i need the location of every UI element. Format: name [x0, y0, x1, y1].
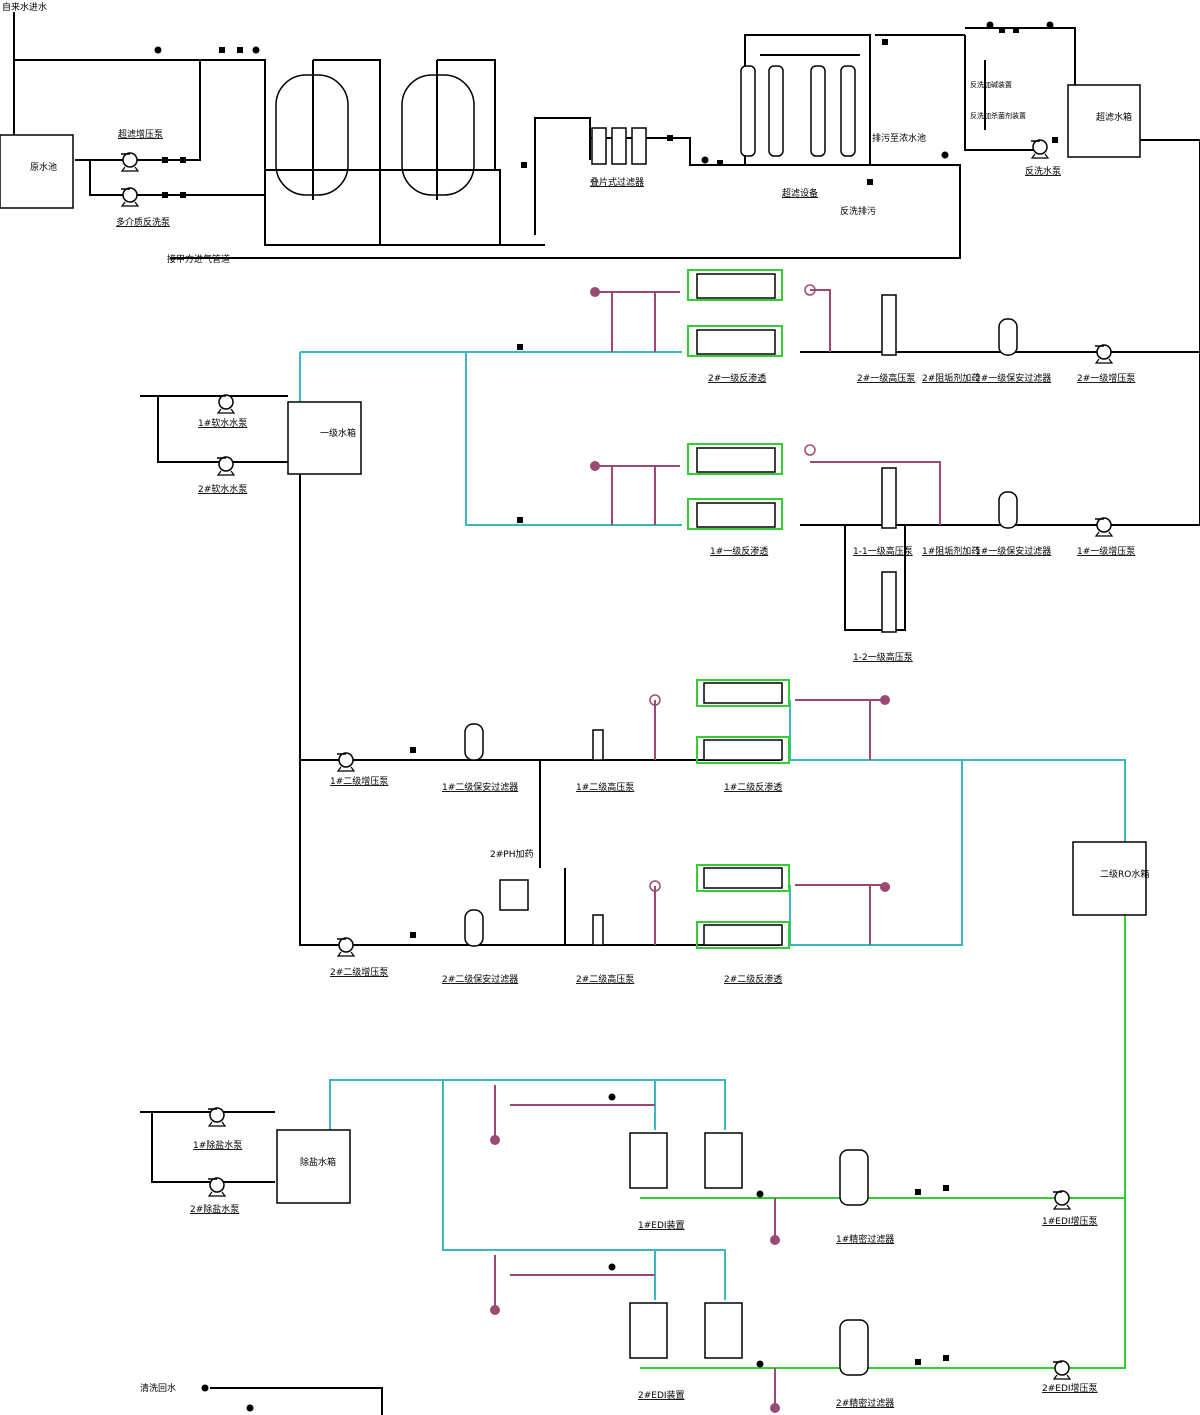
uf-booster-pump-label: 超滤增压泵: [118, 128, 163, 140]
edi-booster-1-label: 1#EDI增压泵: [1042, 1215, 1098, 1227]
raw-water-pool: 原水池: [0, 134, 74, 209]
top-labels: 自来水进水 超滤增压泵 多介质反洗泵 接甲方进气管道 叠片式过滤器 超滤设备 反…: [2, 1, 1061, 265]
backwash-chlorine-label: 反洗加杀菌剂装置: [970, 111, 1026, 120]
second-hp-2-label: 2#二级高压泵: [576, 973, 634, 985]
safety-filter-2-label: 2#一级保安过滤器: [975, 372, 1051, 384]
backwash-drain-label: 反洗排污: [840, 205, 876, 217]
second-ro-1-label: 1#二级反渗透: [724, 781, 782, 793]
second-safety-1-label: 1#二级保安过滤器: [442, 781, 518, 793]
backwash-pump-label: 反洗水泵: [1025, 165, 1061, 177]
uf-water-tank-label: 超滤水箱: [1096, 111, 1132, 123]
disc-filter: [591, 127, 647, 165]
edi-booster-2-label: 2#EDI增压泵: [1042, 1382, 1098, 1394]
cleaning-return-label: 清洗回水: [140, 1382, 176, 1394]
second-stage-equipment: [336, 723, 604, 957]
booster-2-label: 2#一级增压泵: [1077, 372, 1135, 384]
hp-pumps-first: [881, 294, 897, 633]
raw-water-pool-label: 原水池: [30, 161, 57, 173]
second-safety-2-label: 2#二级保安过滤器: [442, 973, 518, 985]
ro-first-green-frames: [687, 269, 783, 530]
soft-pump-2-label: 2#软水水泵: [198, 483, 247, 495]
second-ro-water-tank: 二级RO水箱: [1072, 841, 1149, 916]
second-booster-1-label: 1#二级增压泵: [330, 775, 388, 787]
ro2-hp-pump-label: 2#一级高压泵: [857, 372, 915, 384]
precision-filter-1-label: 1#精密过滤器: [836, 1233, 894, 1245]
ro-first-stage: [299, 140, 1200, 631]
edi-labels: 1#除盐水泵 2#除盐水泵 1#EDI装置 1#精密过滤器 1#EDI增压泵 2…: [140, 1139, 1098, 1409]
primary-tank-label: 一级水箱: [320, 427, 356, 439]
desalt-pump-1-label: 1#除盐水泵: [193, 1139, 242, 1151]
edi-units: [629, 1132, 743, 1359]
hp-1-1-label: 1-1一级高压泵: [853, 545, 913, 557]
ro1-first-label: 1#一级反渗透: [710, 545, 768, 557]
second-booster-2-label: 2#二级增压泵: [330, 966, 388, 978]
uf-equipment-label: 超滤设备: [782, 187, 818, 199]
soft-pumps: [216, 394, 235, 476]
air-pipe-label: 接甲方进气管道: [167, 253, 230, 265]
uf-water-tank: 超滤水箱: [1067, 84, 1141, 158]
edi-2-label: 2#EDI装置: [638, 1389, 685, 1401]
backwash-alkali-label: 反洗加碱装置: [970, 80, 1012, 89]
uf-membranes: [740, 65, 856, 157]
misc-instruments: [201, 284, 949, 1413]
ro-first-membranes: [696, 273, 776, 528]
ro-first-labels: 2#一级反渗透 2#一级高压泵 2#阻垢剂加药 2#一级保安过滤器 2#一级增压…: [198, 372, 1135, 663]
ro-second-stage: [460, 699, 1126, 1369]
ph-dosing-label: 2#PH加药: [490, 849, 533, 860]
ro-second-green-frames: [696, 679, 790, 949]
pretreatment-section: [13, 12, 1200, 259]
second-hp-1-label: 1#二级高压泵: [576, 781, 634, 793]
edi-equipment: [207, 1107, 1071, 1380]
primary-water-tank: 一级水箱: [287, 401, 362, 475]
disc-filter-label: 叠片式过滤器: [590, 176, 644, 188]
edi-1-label: 1#EDI装置: [638, 1219, 685, 1231]
multimedia-backwash-pump-label: 多介质反洗泵: [116, 216, 170, 228]
antiscalant-1-label: 1#阻垢剂加药: [922, 545, 980, 557]
desalt-pump-2-label: 2#除盐水泵: [190, 1203, 239, 1215]
safety-filter-1-label: 1#一级保安过滤器: [975, 545, 1051, 557]
antiscalant-2-label: 2#阻垢剂加药: [922, 372, 980, 384]
tap-water-inlet-label: 自来水进水: [2, 1, 47, 13]
second-ro-tank-label: 二级RO水箱: [1100, 868, 1149, 880]
soft-pump-1-label: 1#软水水泵: [198, 417, 247, 429]
pumps-top: [120, 139, 1049, 207]
ro-second-membranes: [703, 682, 783, 946]
drain-to-concentrate-label: 排污至浓水池: [872, 132, 926, 144]
precision-filter-2-label: 2#精密过滤器: [836, 1397, 894, 1409]
valves-top: [162, 27, 1058, 198]
ro2-first-label: 2#一级反渗透: [708, 372, 766, 384]
booster-1-label: 1#一级增压泵: [1077, 545, 1135, 557]
hp-1-2-label: 1-2一级高压泵: [853, 651, 913, 663]
soft-pump-lines: [140, 395, 460, 946]
ro-second-labels: 1#二级增压泵 1#二级保安过滤器 1#二级高压泵 1#二级反渗透 2#PH加药…: [330, 775, 782, 985]
second-ro-2-label: 2#二级反渗透: [724, 973, 782, 985]
desalt-water-tank: 除盐水箱: [276, 1129, 351, 1204]
desalt-tank-label: 除盐水箱: [300, 1156, 336, 1168]
